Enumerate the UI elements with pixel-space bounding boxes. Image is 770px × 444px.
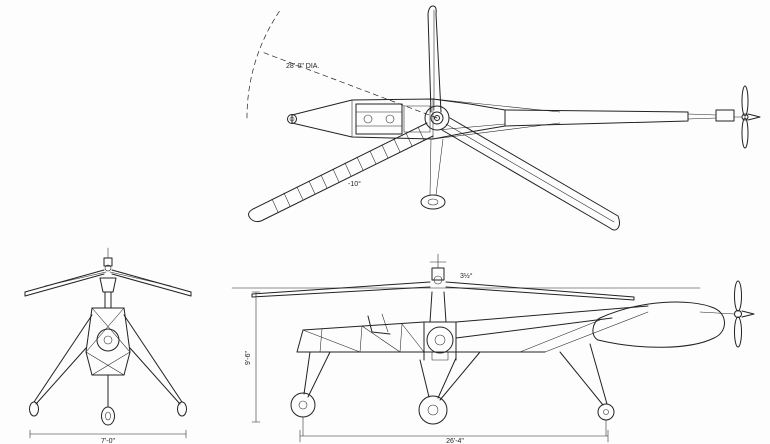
front-mast <box>104 291 112 309</box>
annotation-rotor-diameter: 28'-0" DIA. <box>286 63 319 70</box>
side-engine <box>426 326 454 354</box>
side-fuselage-truss <box>296 313 546 353</box>
side-dimension-height: 9'-6" <box>245 291 261 423</box>
annotation-overall-length: 26'-4" <box>446 438 464 444</box>
front-view: 7'-0" <box>24 247 192 444</box>
side-tail-boom <box>455 301 725 353</box>
annotation-blade-angle: -10° <box>348 180 361 188</box>
side-engine-pylon <box>423 321 457 361</box>
side-mast <box>429 291 447 323</box>
plan-tail-gearbox <box>715 109 735 122</box>
rotor-disc-construction-arc <box>246 8 438 119</box>
annotation-track-width: 7'-0" <box>101 438 115 444</box>
side-tail-wheel <box>597 403 615 421</box>
plan-engine-bay <box>355 103 403 135</box>
front-fuselage-frame <box>85 307 131 376</box>
front-left-wheel <box>29 401 39 417</box>
plan-fuselage <box>287 98 561 140</box>
side-tail-rotor <box>699 280 755 348</box>
annotation-hub-angle: 3½° <box>460 272 473 280</box>
side-view: 9'-6" 3½° <box>231 253 755 444</box>
annotation-overall-height: 9'-6" <box>245 351 252 365</box>
side-dimension-length: 26'-4" <box>299 416 609 444</box>
front-right-wheel <box>177 401 187 417</box>
plan-boom-bracing <box>432 98 561 140</box>
side-pilot-seat <box>367 315 391 335</box>
side-tail-fairing <box>592 301 725 348</box>
plan-nose-fitting <box>287 114 297 124</box>
plan-tail-skid <box>420 138 446 210</box>
plan-view: 28'-0" DIA. -10° <box>246 5 761 231</box>
front-rotor <box>24 247 192 297</box>
plan-tail-boom <box>504 109 735 127</box>
plan-main-rotor-blade-right <box>441 117 620 231</box>
front-center-wheel <box>101 406 115 426</box>
side-landing-gear <box>290 343 615 425</box>
front-dimension-track: 7'-0" <box>29 429 187 444</box>
plan-main-rotor-blade-top <box>427 5 442 113</box>
front-engine <box>96 328 120 352</box>
side-control-stick <box>381 313 389 333</box>
plan-tail-rotor <box>733 85 761 149</box>
plan-rotor-hub <box>424 105 450 131</box>
plan-main-rotor-blade-left <box>248 122 434 223</box>
side-front-wheel <box>290 392 316 418</box>
side-main-wheel <box>418 395 448 425</box>
side-rotor: 3½° <box>251 253 635 301</box>
front-landing-gear <box>29 314 187 426</box>
